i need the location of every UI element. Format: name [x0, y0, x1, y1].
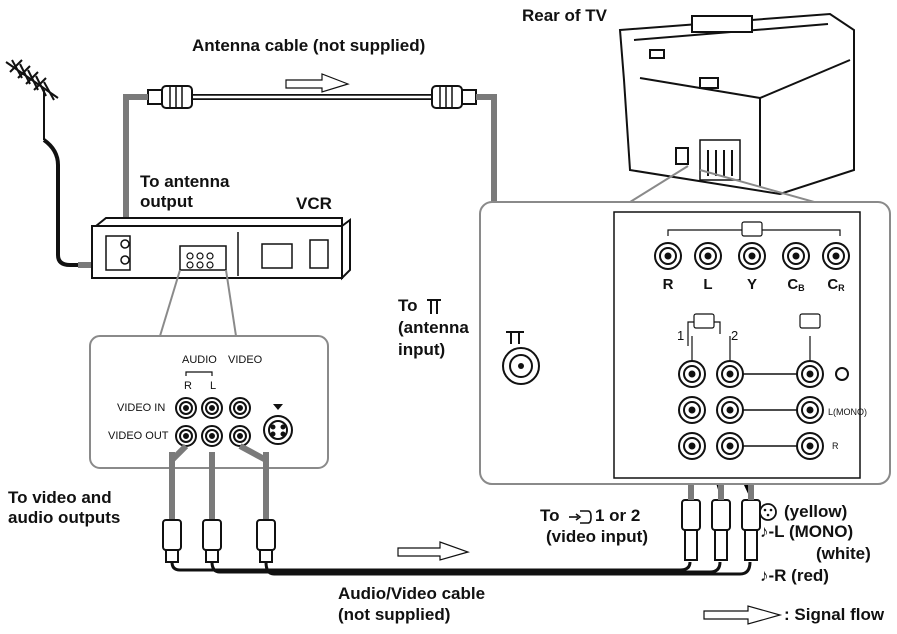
to-video-input-label-2: (video input) — [546, 527, 648, 546]
signal-flow-label: : Signal flow — [784, 605, 885, 624]
tv-l-mono-label: L(MONO) — [828, 407, 867, 417]
l-mono-text: -L (MONO) — [768, 522, 854, 541]
tv-r-label: R — [832, 441, 839, 451]
antenna-cable-label: Antenna cable (not supplied) — [192, 36, 426, 55]
vcr-label: VCR — [296, 194, 332, 213]
tv-jack-label-l: L — [703, 276, 713, 293]
vcr-video-label: VIDEO — [228, 354, 263, 366]
tv-jack-label-r: R — [662, 276, 674, 293]
to-label: To — [540, 506, 560, 525]
to-antenna-input-label-2: (antenna — [398, 318, 469, 337]
video-jack-icon — [759, 503, 777, 521]
to-video-input-label-1: To 1 or 2 — [540, 506, 640, 526]
to-antenna-input-label-3: input) — [398, 340, 446, 359]
to-av-outputs-label-1: To video and — [8, 488, 112, 507]
tv-input-1-label: 1 — [677, 328, 685, 343]
vcr-video-out-label: VIDEO OUT — [108, 430, 169, 442]
antenna-cable — [147, 85, 477, 109]
signal-flow-arrow-top — [285, 73, 350, 93]
antenna-lead-wire — [42, 138, 116, 267]
note-icon: ♪ — [760, 522, 769, 541]
to-antenna-output-label-2: output — [140, 192, 193, 211]
vcr-l-label: L — [210, 380, 217, 392]
vcr-audio-label: AUDIO — [182, 354, 217, 366]
audio-video-cable-label-1: Audio/Video cable — [338, 584, 486, 603]
tv-jack-label-cb: CB — [787, 276, 805, 293]
antenna-input-icon — [506, 331, 524, 344]
tv-rear — [618, 12, 855, 196]
av-cable — [170, 561, 752, 576]
tv-rear-panel — [479, 201, 891, 485]
tv-input-2-label: 2 — [731, 328, 739, 343]
audio-video-cable-label-2: (not supplied) — [338, 605, 451, 624]
antenna-symbol-inline-icon — [427, 299, 441, 314]
av-plugs-left — [162, 443, 276, 563]
vcr-r-label: R — [184, 380, 192, 392]
white-label: (white) — [816, 544, 871, 563]
antenna-icon — [5, 59, 59, 140]
rear-of-tv-label: Rear of TV — [522, 6, 608, 25]
l-mono-label: ♪-L (MONO) — [760, 522, 853, 542]
vcr-device — [91, 217, 351, 281]
to-av-outputs-label-2: audio outputs — [8, 508, 121, 527]
vcr-rear-panel — [89, 335, 329, 469]
one-or-two-label: 1 or 2 — [594, 506, 641, 525]
signal-flow-arrow-bottom — [397, 541, 470, 561]
note-icon: ♪ — [760, 566, 769, 585]
signal-flow-legend-icon — [703, 605, 783, 625]
to-antenna-output-label-1: To antenna — [140, 172, 230, 191]
tv-jack-label-cr: CR — [827, 276, 845, 293]
video-input-inline-icon — [569, 510, 592, 524]
yellow-label: (yellow) — [784, 502, 848, 521]
to-antenna-input-label-1: To — [398, 296, 418, 315]
antenna-signal-path-left — [108, 94, 148, 258]
r-red-text: -R (red) — [768, 566, 829, 585]
r-red-label: ♪-R (red) — [760, 566, 829, 586]
vcr-video-in-label: VIDEO IN — [117, 402, 166, 414]
tv-jack-label-y: Y — [746, 276, 757, 293]
